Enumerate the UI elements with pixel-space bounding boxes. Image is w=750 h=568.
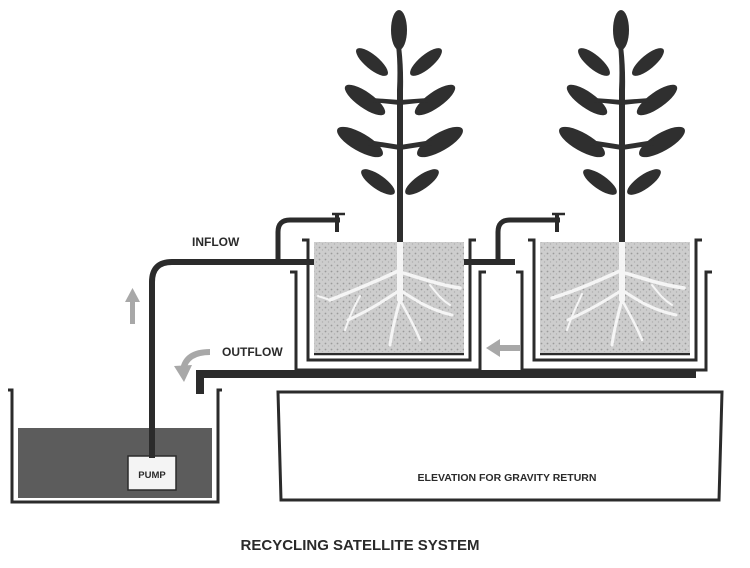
outflow-label: OUTFLOW	[222, 345, 283, 359]
planter-left	[290, 238, 486, 372]
plant-right	[559, 10, 685, 242]
reservoir-water	[18, 428, 212, 498]
pump-label: PUMP	[138, 470, 166, 481]
roots	[550, 239, 686, 347]
pump: PUMP	[127, 455, 177, 491]
outflow-pipe	[196, 370, 696, 394]
diagram-title: RECYCLING SATELLITE SYSTEM	[241, 537, 480, 554]
inflow-pipe	[149, 212, 565, 458]
plant-left	[337, 10, 463, 242]
outflow-curved-arrow	[174, 349, 211, 382]
up-arrow	[125, 288, 140, 324]
planter-right	[516, 238, 712, 372]
elevation-label: ELEVATION FOR GRAVITY RETURN	[418, 472, 597, 484]
reservoir-tank	[8, 388, 222, 504]
inflow-label: INFLOW	[192, 235, 240, 249]
elevation-platform: ELEVATION FOR GRAVITY RETURN	[276, 390, 724, 502]
return-arrow	[486, 339, 520, 357]
roots	[317, 239, 462, 347]
